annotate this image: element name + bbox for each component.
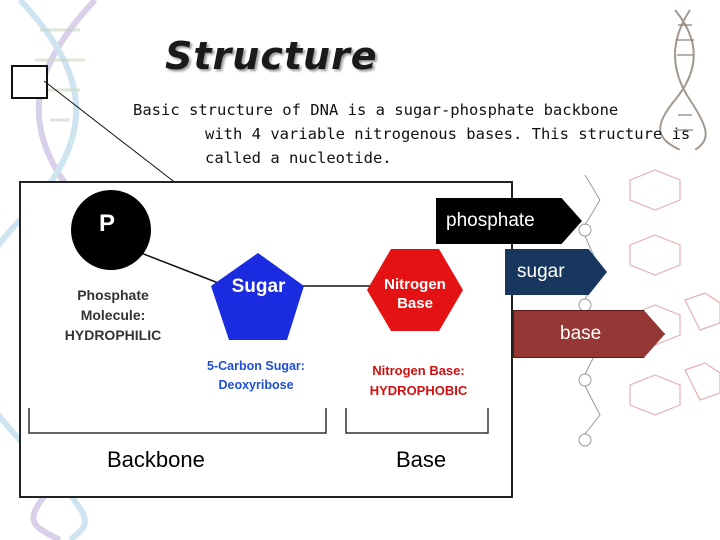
description-line-3: called a nucleotide. — [205, 149, 392, 167]
sugar-pentagon — [211, 253, 304, 340]
base-arrow: base — [513, 310, 665, 358]
nitrogen-label: Nitrogen Base — [373, 275, 457, 313]
base-label: Base — [396, 447, 447, 472]
nitrogen-label-line-2: Base — [397, 295, 433, 312]
callout-box — [11, 65, 48, 99]
slide-title: Structure — [165, 34, 378, 78]
nitrogen-caption-line-1: Nitrogen Base: — [372, 363, 465, 378]
nucleotide-shapes — [28, 190, 489, 434]
phosphate-caption-line-1: Phosphate — [77, 287, 149, 303]
phosphate-arrow: phosphate — [436, 198, 582, 244]
nitrogen-caption-line-2: HYDROPHOBIC — [369, 383, 468, 398]
sugar-caption-line-2: Deoxyribose — [218, 378, 294, 392]
nitrogen-caption: Nitrogen Base: HYDROPHOBIC — [346, 361, 491, 401]
callout-line — [43, 80, 187, 192]
phosphate-caption-line-2: Molecule: — [80, 307, 146, 323]
sugar-label: Sugar — [231, 276, 286, 297]
description-line-1: Basic structure of DNA is a sugar-phosph… — [133, 101, 619, 119]
nitrogen-base-hexagon — [367, 249, 463, 331]
phosphate-caption-line-3: HYDROPHILIC — [64, 327, 162, 343]
description-line-2: with 4 variable nitrogenous bases. This … — [205, 125, 691, 143]
backbone-bracket — [28, 408, 327, 434]
nitrogen-label-line-1: Nitrogen — [384, 276, 446, 293]
sugar-caption: 5-Carbon Sugar: Deoxyribose — [186, 357, 326, 395]
sugar-caption-line-1: 5-Carbon Sugar: — [207, 359, 305, 373]
phosphate-letter: P — [99, 210, 116, 237]
sugar-arrow: sugar — [505, 249, 607, 295]
dna-helix-decoration-right — [659, 9, 707, 150]
slide-description: Basic structure of DNA is a sugar-phosph… — [133, 98, 693, 170]
base-bracket — [345, 408, 489, 434]
nucleotide-diagram: P Phosphate Molecule: HYDROPHILIC Sugar … — [19, 181, 513, 498]
phosphate-caption: Phosphate Molecule: HYDROPHILIC — [33, 285, 193, 345]
phosphate-circle — [71, 190, 151, 270]
backbone-label: Backbone — [107, 447, 205, 472]
phosphate-sugar-bond — [140, 252, 227, 287]
